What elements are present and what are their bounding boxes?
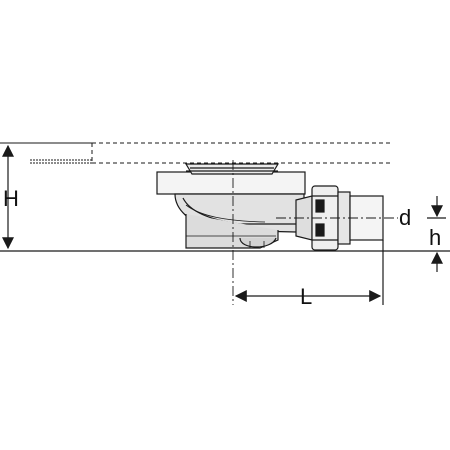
dimension-h-outlet <box>427 196 446 272</box>
dimension-length <box>234 240 384 305</box>
floor-buildup-dashed <box>0 142 390 164</box>
label-diameter: d <box>399 205 411 230</box>
label-outlet-height: h <box>429 225 441 250</box>
drain-body <box>156 163 306 249</box>
label-h-total: H <box>3 186 19 211</box>
label-length: L <box>300 284 312 309</box>
